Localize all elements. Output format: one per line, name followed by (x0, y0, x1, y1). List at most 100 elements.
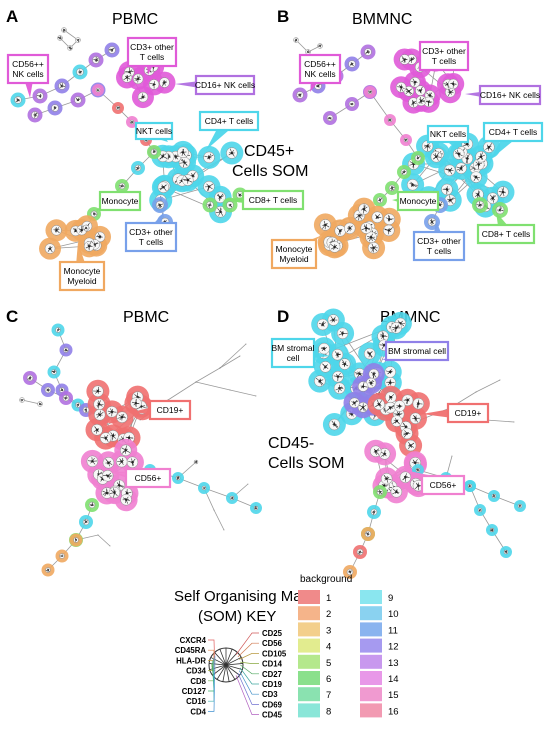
callout-nkt-b: NKT cells (426, 124, 470, 150)
som-node (157, 181, 170, 193)
callout-bmstromal-right-d-text: BM stromal cell (388, 346, 446, 356)
key-title-line1: Self Organising Map (174, 588, 310, 605)
som-node (415, 467, 421, 473)
key-marker-label-left: CD4 (190, 707, 206, 716)
key-swatch-number: 1 (326, 593, 331, 604)
panel-letter-c: C (6, 307, 18, 326)
som-node (121, 72, 133, 83)
som-node (383, 213, 396, 225)
som-node (497, 186, 509, 198)
som-node (82, 518, 90, 526)
som-node (148, 79, 160, 90)
som-node (336, 327, 349, 340)
som-node (401, 394, 414, 406)
som-node (356, 548, 364, 556)
key-marker-label-right: CD69 (262, 700, 283, 709)
key-marker-label-left: HLA-DR (176, 656, 206, 665)
som-node (132, 73, 144, 85)
som-node (106, 406, 118, 418)
som-node (155, 200, 165, 210)
callout-monocyte-b: Monocyte (392, 190, 440, 212)
som-node (328, 418, 341, 431)
key-leader-line (237, 673, 259, 705)
som-node (338, 358, 351, 370)
som-node (348, 60, 356, 68)
callout-cd56nk-a-text: NK cells (12, 69, 43, 79)
key-swatch-10: 10 (360, 606, 399, 621)
key-swatch-number: 12 (388, 642, 399, 653)
som-node (409, 412, 422, 425)
som-node (377, 330, 389, 343)
key-pie-segment (214, 652, 227, 666)
som-node (452, 148, 465, 160)
som-node (470, 171, 482, 183)
som-node (214, 206, 227, 218)
callout-bmstromal-left-d-text: BM stromal (272, 343, 315, 353)
callout-cd19-d: CD19+ (422, 402, 490, 424)
som-node (119, 444, 132, 457)
key-marker-label-right: CD27 (262, 670, 282, 679)
key-title-line2: (SOM) KEY (198, 608, 276, 625)
som-node (61, 27, 67, 33)
callout-nkt-a: NKT cells (134, 121, 174, 142)
callout-cd4-a-text: CD4+ T cells (205, 116, 254, 126)
callout-myeloid-b-text: Monocyte (276, 244, 313, 254)
som-node (293, 37, 299, 43)
som-node (126, 456, 139, 469)
som-node (203, 180, 215, 193)
callout-cd4-a: CD4+ T cells (198, 110, 260, 150)
som-node (406, 178, 419, 191)
som-node (314, 375, 326, 387)
som-node (305, 49, 311, 55)
callout-cd3other-top-a-text: T cells (140, 52, 164, 62)
som-node (443, 164, 456, 177)
som-node (403, 137, 409, 143)
som-node (357, 381, 369, 392)
som-node (108, 486, 121, 499)
key-swatch-number: 13 (388, 658, 399, 669)
callout-cd56nk-b-text: NK cells (304, 69, 335, 79)
som-node (503, 549, 509, 555)
key-marker-label-left: CD16 (186, 697, 207, 706)
key-swatch-8: 8 (298, 703, 331, 718)
key-marker-label-left: CXCR4 (180, 636, 207, 645)
panel-d-header: D BMMNC (277, 307, 440, 326)
tree-edge (195, 381, 257, 397)
callout-cd56nk-a: CD56++NK cells (6, 53, 50, 98)
key-leader-line (240, 664, 259, 675)
key-swatch-4: 4 (298, 638, 331, 653)
key-leader-line (239, 667, 259, 685)
key-leader-line (208, 655, 216, 712)
key-swatch-14: 14 (360, 671, 399, 685)
som-node (363, 347, 376, 360)
som-node (59, 387, 65, 393)
cd45pos-label-line2: Cells SOM (232, 163, 308, 180)
key-leader-line (235, 675, 259, 715)
som-node (226, 147, 238, 159)
som-node (116, 411, 128, 423)
som-node (115, 105, 121, 111)
callout-bmstromal-right-d: BM stromal cell (382, 340, 450, 362)
som-node (395, 82, 407, 93)
som-node (129, 119, 135, 125)
callout-myeloid-a-text: Monocyte (64, 266, 101, 276)
key-pie-segment (225, 657, 242, 666)
som-node (99, 432, 112, 444)
som-node (491, 493, 497, 499)
key-swatch-3: 3 (298, 622, 331, 637)
som-node (150, 148, 158, 156)
key-pie-segment (222, 664, 227, 682)
som-node (82, 406, 90, 414)
callout-cd3other-bot-b-text: CD3+ other (417, 236, 461, 246)
som-node (388, 184, 396, 192)
tree-edge (59, 29, 79, 49)
som-node (90, 210, 98, 218)
som-node (334, 225, 346, 237)
som-node (206, 201, 214, 209)
key-marker-label-left: CD8 (190, 677, 206, 686)
tree-edge (34, 89, 99, 116)
som-node (137, 91, 149, 103)
som-node (412, 397, 425, 410)
